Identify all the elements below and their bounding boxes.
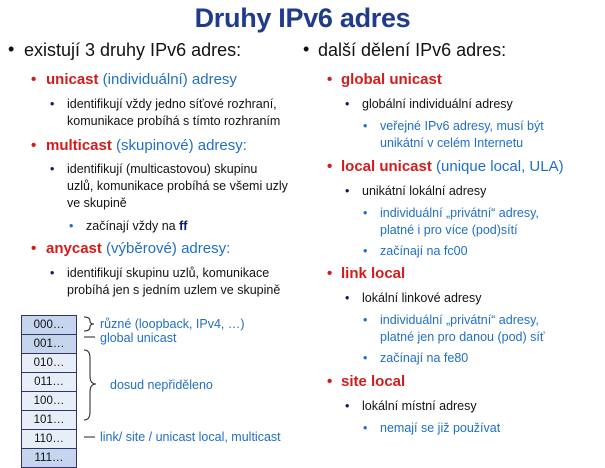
bullet-dot: •	[327, 373, 333, 390]
local-unicast-term: local unicast	[341, 158, 432, 175]
anycast-term: anycast	[46, 240, 102, 257]
global-unicast-sub-line2: unikátní v celém Internetu	[380, 136, 524, 150]
multicast-desc-line3: ve skupině	[67, 196, 127, 210]
annotation-unassigned: dosud nepřiděleno	[110, 378, 213, 392]
link-local-sub-line2: platné jen pro danou (pod) síť	[380, 330, 545, 344]
unicast-desc-line1: identifikují vždy jedno síťové rozhraní,	[67, 97, 277, 111]
global-unicast-term: global unicast	[341, 71, 442, 88]
bullet-dot: •	[69, 219, 74, 233]
annotation-global: global unicast	[100, 331, 177, 345]
bullet-dot: •	[345, 399, 350, 413]
anycast-desc-line1: identifikují skupinu uzlů, komunikace	[67, 266, 270, 280]
prefix-cell: 101…	[21, 410, 77, 430]
multicast-rest: (skupinové) adresy:	[111, 137, 247, 154]
right-heading: další dělení IPv6 adres:	[318, 40, 507, 60]
bracket-various	[83, 316, 95, 332]
site-local-sub-line1: nemají se již používat	[380, 421, 501, 435]
global-unicast-desc: globální individuální adresy	[362, 97, 513, 111]
local-unicast-item: local unicast (unique local, ULA)	[341, 158, 564, 176]
bullet-dot: •	[50, 266, 55, 280]
multicast-desc-line1: identifikují (multicastovou) skupinu	[67, 162, 258, 176]
prefix-cell: 011…	[21, 372, 77, 392]
anycast-rest: (výběrové) adresy:	[101, 240, 231, 257]
bullet-dot: •	[31, 71, 37, 88]
bullet-dot: •	[303, 39, 310, 59]
local-unicast-desc: unikátní lokální adresy	[362, 184, 487, 198]
left-heading: existují 3 druhy IPv6 adres:	[24, 40, 242, 60]
bullet-dot: •	[363, 421, 368, 435]
anycast-item: anycast (výběrové) adresy:	[46, 240, 230, 258]
site-local-desc: lokální místní adresy	[362, 399, 477, 413]
link-local-sub-line3: začínají na fe80	[380, 351, 469, 365]
bracket-unassigned	[83, 349, 97, 421]
bullet-dot: •	[327, 158, 333, 175]
multicast-term: multicast	[46, 137, 112, 154]
link-local-desc: lokální linkové adresy	[362, 291, 482, 305]
bullet-dot: •	[363, 206, 368, 220]
bullet-dot: •	[8, 39, 15, 59]
bullet-dot: •	[345, 97, 350, 111]
site-local-term: site local	[341, 373, 406, 390]
multicast-sub: začínají vždy na ff	[86, 217, 187, 235]
anycast-desc-line2: probíhá jen s jedním uzlem ve skupině	[67, 283, 281, 297]
bullet-dot: •	[50, 162, 55, 176]
bullet-dot: •	[363, 244, 368, 258]
bullet-dot: •	[363, 351, 368, 365]
local-unicast-sub-line2: platné i pro více (pod)sítí	[380, 223, 518, 237]
unicast-desc-line2: komunikace probíhá s tímto rozhraním	[67, 114, 281, 128]
prefix-cell: 010…	[21, 353, 77, 373]
local-unicast-sub-line1: individuální „privátní“ adresy,	[380, 206, 539, 220]
multicast-sub-value: ff	[179, 219, 188, 233]
annotation-last: link/ site / unicast local, multicast	[100, 430, 281, 444]
bullet-dot: •	[31, 137, 37, 154]
multicast-desc-line2: uzlů, komunikace probíhá se všemi uzly	[67, 179, 288, 193]
bullet-dot: •	[363, 119, 368, 133]
bullet-dot: •	[327, 265, 333, 282]
link-local-sub-line1: individuální „privátní“ adresy,	[380, 313, 539, 327]
multicast-item: multicast (skupinové) adresy:	[46, 137, 247, 155]
annotation-various: různé (loopback, IPv4, …)	[100, 317, 245, 331]
bullet-dot: •	[50, 97, 55, 111]
unicast-item: unicast (individuální) adresy	[46, 71, 237, 89]
prefix-cell: 001…	[21, 334, 77, 354]
bullet-dot: •	[363, 313, 368, 327]
bullet-dot: •	[345, 184, 350, 198]
bullet-dot: •	[327, 71, 333, 88]
local-unicast-sub-line3: začínají na fc00	[380, 244, 468, 258]
prefix-table: 000… 001… 010… 011… 100… 101… 110… 111…	[21, 315, 77, 468]
multicast-sub-prefix: začínají vždy na	[86, 219, 180, 233]
bullet-dot: •	[31, 240, 37, 257]
page-title: Druhy IPv6 adres	[194, 3, 411, 33]
bullet-dot: •	[345, 291, 350, 305]
local-unicast-rest: (unique local, ULA)	[431, 158, 564, 175]
unicast-term: unicast	[46, 71, 99, 88]
bracket-lines	[83, 316, 97, 438]
global-unicast-sub-line1: veřejné IPv6 adresy, musí být	[380, 119, 544, 133]
unicast-rest: (individuální) adresy	[98, 71, 237, 88]
link-local-term: link local	[341, 265, 406, 282]
